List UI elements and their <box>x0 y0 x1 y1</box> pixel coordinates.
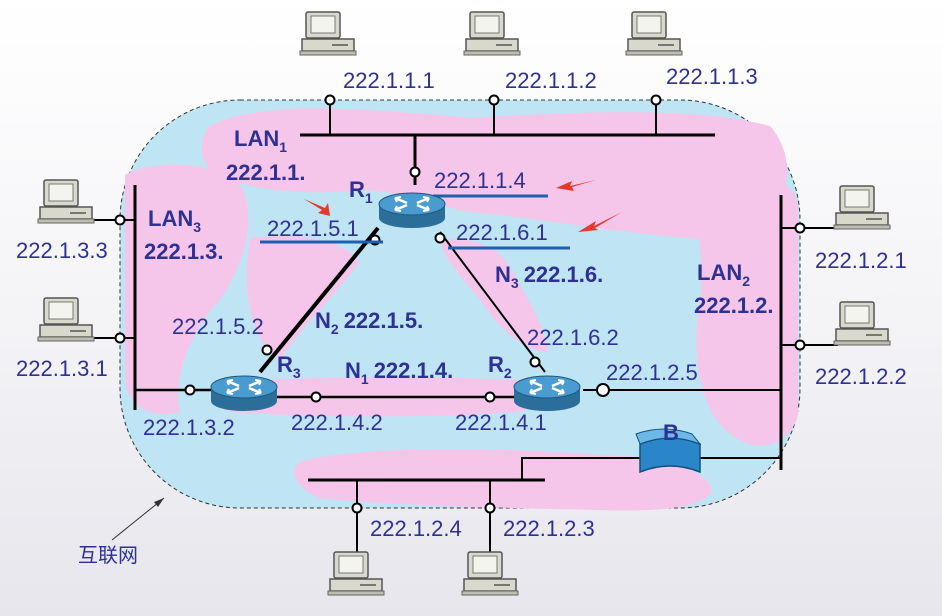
lan3-label: LAN3 <box>148 206 201 235</box>
lan3-prefix: 222.1.3. <box>144 239 224 264</box>
address-bars <box>260 194 570 250</box>
interface-address: 222.1.1.4 <box>434 168 526 193</box>
lan1-prefix: 222.1.1. <box>226 160 306 185</box>
interface-points <box>114 94 806 514</box>
interface-address: 222.1.5.2 <box>172 314 264 339</box>
router-r1-label: R1 <box>349 177 373 206</box>
pc-icon[interactable] <box>833 301 891 346</box>
router-r2[interactable] <box>512 374 582 413</box>
pc-icon[interactable] <box>37 179 95 224</box>
pc-icon[interactable] <box>461 551 519 596</box>
lan1-label: LAN1 <box>234 126 287 155</box>
links <box>90 100 838 552</box>
host-address: 222.1.1.1 <box>343 68 435 93</box>
interface-address: 222.1.6.1 <box>456 220 548 245</box>
interface-address: 222.1.2.5 <box>606 360 698 385</box>
pc-icon[interactable] <box>327 551 385 596</box>
host-address: 222.1.2.2 <box>815 364 907 389</box>
pc-icon[interactable] <box>625 11 683 56</box>
interface-address: 222.1.6.2 <box>527 325 619 350</box>
pointer-arrows <box>304 180 622 232</box>
bridge-bottom-link <box>521 457 640 480</box>
pc-icon[interactable] <box>463 11 521 56</box>
host-address: 222.1.1.3 <box>666 64 758 89</box>
interface-address: 222.1.4.1 <box>455 410 547 435</box>
interface-address: 222.1.4.2 <box>291 410 383 435</box>
host-address: 222.1.1.2 <box>505 68 597 93</box>
n3-link <box>439 231 546 373</box>
router-r1[interactable] <box>377 191 447 230</box>
interface-address: 222.1.5.1 <box>267 216 359 241</box>
router-r3[interactable] <box>209 374 279 413</box>
host-address: 222.1.3.3 <box>16 238 108 263</box>
lan2-prefix: 222.1.2. <box>694 293 774 318</box>
internet-caption-pointer <box>111 497 165 541</box>
host-address: 222.1.2.3 <box>503 516 595 541</box>
host-address: 222.1.2.4 <box>370 516 462 541</box>
host-address: 222.1.3.1 <box>16 356 108 381</box>
pc-icon[interactable] <box>833 185 891 230</box>
pc-icon[interactable] <box>299 11 357 56</box>
internet-caption: 互联网 <box>78 543 138 567</box>
pc-icon[interactable] <box>37 297 95 342</box>
host-address: 222.1.2.1 <box>815 248 907 273</box>
bridge-b[interactable] <box>635 428 702 474</box>
router-r2-label: R2 <box>488 352 512 381</box>
n2-link <box>258 226 380 374</box>
router-r3-label: R3 <box>277 352 301 381</box>
bridge-label: B <box>663 420 679 445</box>
lan2-label: LAN2 <box>697 260 750 289</box>
interface-address: 222.1.3.2 <box>143 415 235 440</box>
